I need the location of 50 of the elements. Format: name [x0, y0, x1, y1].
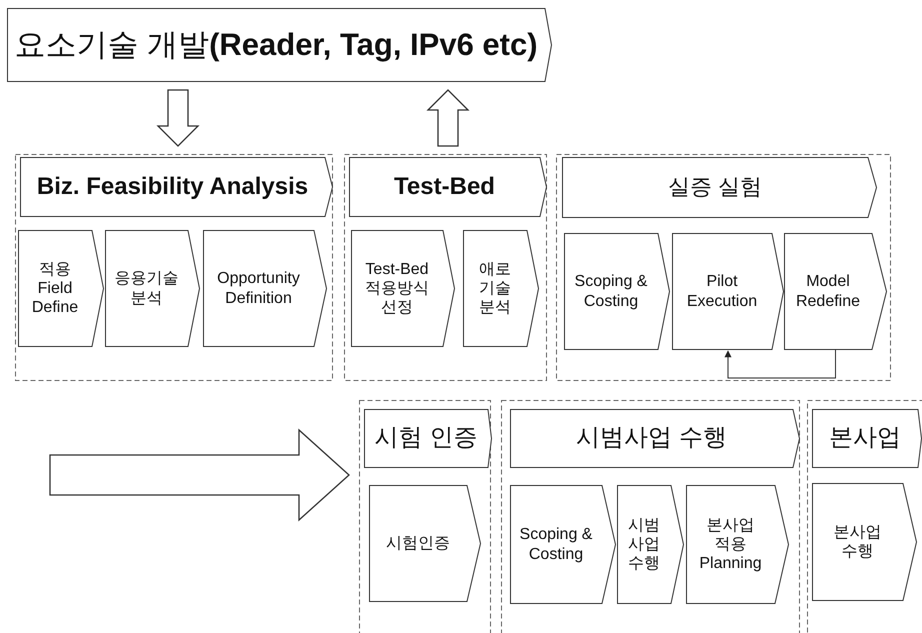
chevron-step — [203, 230, 327, 347]
chevron-step — [686, 485, 789, 604]
chevron-step — [672, 233, 784, 350]
stage-title: 본사업 — [829, 424, 901, 453]
stage-title: Test-Bed — [394, 172, 495, 202]
chevron-step — [463, 230, 539, 347]
dashed-group-box — [501, 400, 800, 633]
step-label: Pilot Execution — [686, 272, 758, 311]
step-label: Scoping & Costing — [574, 272, 648, 311]
stage-title: 시험 인증 — [374, 424, 478, 453]
block-arrow — [156, 89, 200, 147]
step-label: 적용 Field Define — [30, 260, 80, 318]
chevron-header — [7, 8, 552, 82]
step-label: 본사업 적용 Planning — [698, 516, 763, 574]
step-label: 시범 사업 수행 — [627, 516, 661, 574]
stage-title: Biz. Feasibility Analysis — [36, 172, 308, 202]
chevron-step — [617, 485, 684, 604]
stage-title: 실증 실험 — [668, 174, 762, 201]
feedback-arrow — [724, 350, 836, 378]
chevron-header — [20, 157, 333, 217]
dashed-group-box — [807, 400, 922, 633]
dashed-group-box — [359, 400, 491, 633]
chevron-header — [562, 157, 877, 218]
dashed-group-box — [344, 154, 547, 381]
chevron-step — [351, 230, 455, 347]
step-label: Model Redefine — [794, 272, 862, 311]
chevron-header — [349, 157, 547, 217]
chevron-step — [564, 233, 670, 350]
block-arrow — [426, 89, 470, 147]
step-label: 애로 기술 분석 — [478, 260, 512, 318]
block-arrow — [49, 428, 350, 522]
step-label: 시험인증 — [386, 534, 450, 554]
step-label: Opportunity Definition — [216, 269, 301, 308]
chevron-step — [18, 230, 104, 347]
chevron-header — [364, 409, 492, 468]
stage-title: 요소기술 개발(Reader, Tag, IPv6 etc) — [13, 26, 539, 64]
chevron-header — [812, 409, 922, 468]
step-label: Scoping & Costing — [518, 525, 594, 564]
dashed-group-box — [556, 154, 891, 381]
chevron-step — [510, 485, 616, 604]
chevron-header — [510, 409, 800, 468]
chevron-step — [784, 233, 887, 350]
chevron-step — [105, 230, 200, 347]
stage-title: 시범사업 수행 — [576, 424, 727, 453]
chevron-step — [369, 485, 481, 602]
step-label: 응용기술 분석 — [114, 269, 180, 308]
dashed-group-box — [15, 154, 333, 381]
step-label: 본사업 수행 — [832, 522, 882, 562]
step-label: Test-Bed 적용방식 선정 — [364, 260, 430, 318]
chevron-step — [812, 483, 917, 601]
